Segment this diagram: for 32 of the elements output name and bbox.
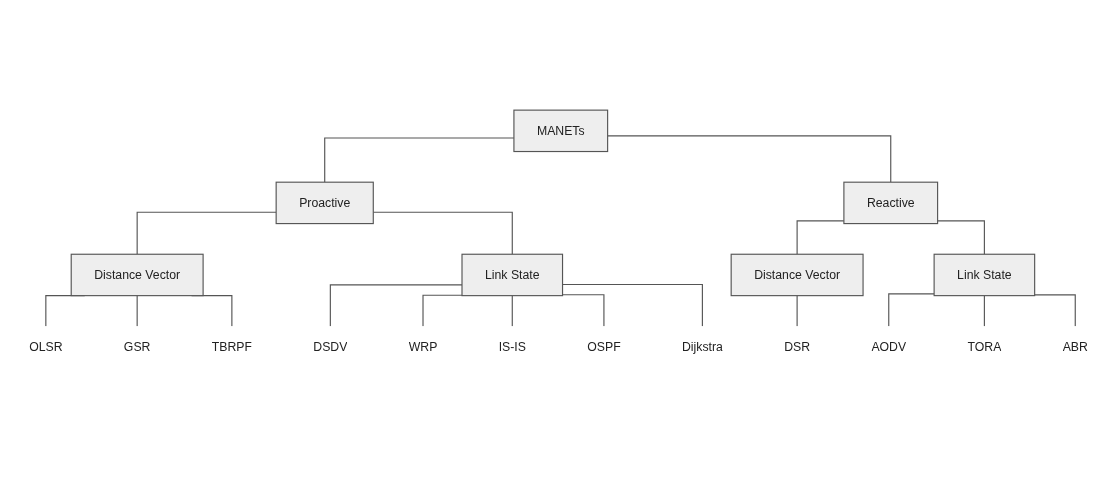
node-box: MANETs bbox=[513, 109, 609, 152]
connector bbox=[136, 294, 138, 327]
connector bbox=[983, 294, 985, 327]
node-text: AODV bbox=[871, 339, 907, 353]
node-text: TORA bbox=[967, 339, 1002, 353]
connector bbox=[607, 134, 892, 183]
node-text: OLSR bbox=[29, 339, 63, 353]
connector bbox=[511, 294, 513, 327]
connector bbox=[888, 292, 935, 327]
node-box: Link State bbox=[461, 253, 564, 296]
node-box: Distance Vector bbox=[70, 253, 204, 296]
connector bbox=[422, 294, 463, 327]
node-text: Dijkstra bbox=[681, 339, 723, 353]
node-text: OSPF bbox=[587, 339, 621, 353]
node-text: WRP bbox=[408, 339, 438, 353]
node-box: Proactive bbox=[275, 181, 374, 224]
connector bbox=[937, 219, 985, 255]
connector bbox=[329, 283, 463, 327]
node-text: DSR bbox=[784, 339, 811, 353]
node-text: ABR bbox=[1062, 339, 1088, 353]
connector bbox=[1034, 293, 1076, 327]
node-box: Reactive bbox=[843, 181, 939, 224]
node-box: Link State bbox=[933, 253, 1036, 296]
node-text: DSDV bbox=[313, 339, 348, 353]
connector bbox=[796, 294, 798, 327]
node-box: Distance Vector bbox=[730, 253, 864, 296]
connector bbox=[136, 211, 277, 255]
node-text: TBRPF bbox=[211, 339, 252, 353]
node-text: IS-IS bbox=[498, 339, 526, 353]
connector bbox=[561, 293, 605, 327]
connector bbox=[561, 283, 703, 327]
node-text: GSR bbox=[123, 339, 151, 353]
